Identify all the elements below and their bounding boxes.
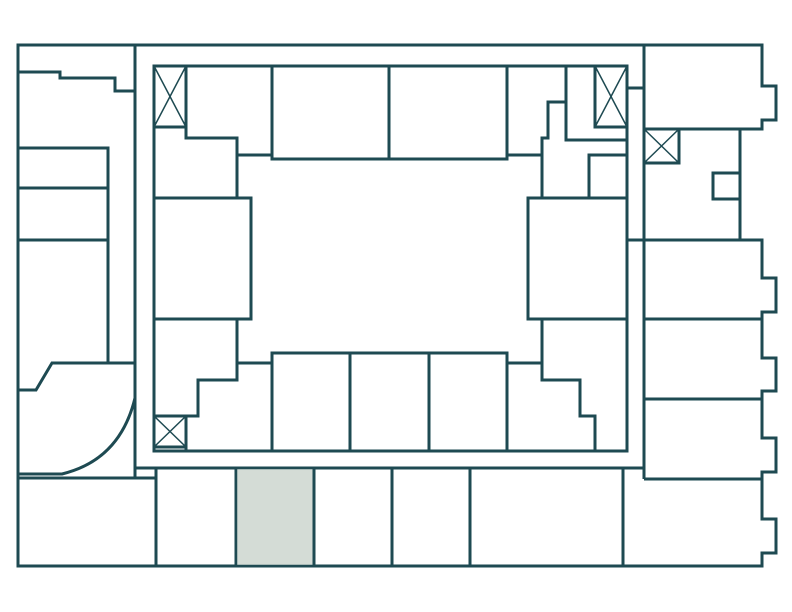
west-wing-outline — [16, 43, 135, 480]
south-row-unit-5 — [468, 466, 625, 568]
south-row-unit-4 — [390, 466, 472, 568]
south-row-unit-2[interactable] — [234, 466, 316, 568]
north-room-2 — [387, 64, 509, 161]
north-room-left-wall — [237, 66, 274, 157]
shaft-ne-outer — [642, 127, 681, 165]
shaft-ne — [593, 64, 629, 129]
south-inner-rooms — [154, 317, 597, 453]
ne-small-room — [564, 102, 627, 142]
west-wing — [16, 43, 137, 480]
east-unit-3 — [644, 397, 778, 481]
north-inner-rooms — [154, 64, 627, 200]
west-stair-curve — [18, 397, 137, 476]
ne-corridor-rooms — [540, 155, 627, 200]
south-row-unit-1 — [154, 466, 238, 568]
south-room-2 — [348, 351, 431, 453]
shaft-nw-x2 — [153, 65, 187, 128]
south-row-unit-0 — [16, 476, 158, 568]
south-room-3 — [427, 351, 509, 453]
south-row — [16, 466, 762, 568]
ne-corner-room — [505, 66, 568, 157]
west-room-1 — [18, 146, 110, 240]
south-room-1 — [270, 351, 352, 453]
shaft-sw — [152, 414, 188, 449]
east-unit-4 — [621, 468, 778, 568]
shaft-ne-outer-x2 — [643, 128, 680, 164]
east-wing — [621, 43, 778, 568]
ne-closet — [587, 153, 627, 198]
sw-corner-room — [154, 317, 239, 451]
shaft-nw — [152, 64, 188, 129]
north-room-1 — [270, 64, 391, 161]
se-corner-room — [507, 361, 597, 451]
east-wing-closet — [711, 171, 742, 201]
west-wing-north-jog — [18, 70, 135, 93]
east-unit-2 — [644, 317, 778, 401]
shaft-sw-x2 — [153, 415, 187, 448]
west-stair-landing — [18, 361, 135, 392]
west-inner-room — [152, 196, 253, 321]
shaft-ne-x2 — [594, 65, 628, 128]
south-row-unit-3 — [312, 466, 394, 568]
east-unit-1 — [644, 238, 778, 321]
east-inner-room — [526, 196, 629, 321]
sw-room-right-wall — [237, 361, 274, 451]
east-wing-outline — [644, 43, 778, 131]
